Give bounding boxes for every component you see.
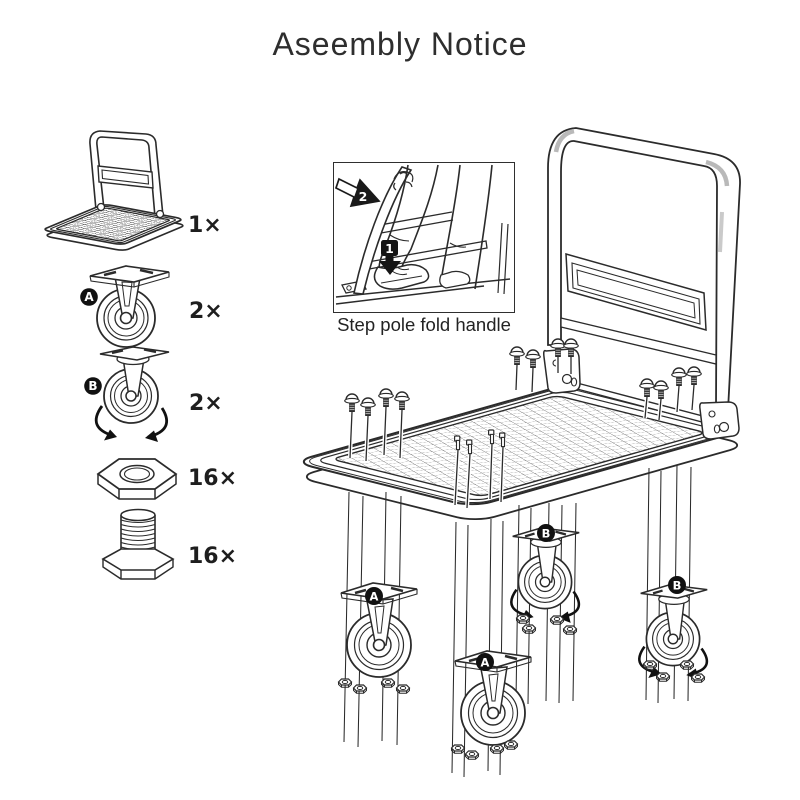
- qty-swivel-caster: 2×: [189, 391, 223, 416]
- cart-handle: [547, 127, 741, 411]
- qty-fixed-caster: 2×: [189, 299, 223, 324]
- platform-cart-icon: [38, 130, 188, 257]
- label-badge-B: B: [84, 377, 102, 395]
- fold-arrow: 2: [334, 177, 381, 208]
- swivel-arrows: [94, 405, 168, 442]
- right-hinge-bracket: [699, 401, 740, 440]
- caster-label-rear-right: B: [668, 576, 686, 594]
- svg-text:A: A: [481, 655, 490, 669]
- caster-label-front-center: A: [476, 653, 494, 671]
- svg-text:B: B: [542, 526, 551, 540]
- caster-label-front-left: A: [365, 587, 383, 605]
- fixed-caster-icon: [89, 265, 170, 348]
- page-title: Aseembly Notice: [272, 26, 528, 62]
- bolt-threads: [120, 519, 156, 550]
- bolt-alignment-lines: [349, 357, 695, 509]
- svg-text:1: 1: [385, 241, 394, 256]
- svg-text:2: 2: [359, 189, 368, 204]
- swivel-caster-icon: [94, 346, 170, 442]
- qty-nut: 16×: [188, 466, 238, 491]
- hex-bolt-icon: [101, 508, 175, 580]
- left-hinge-bracket: [543, 348, 581, 394]
- qty-bolt: 16×: [188, 544, 238, 569]
- swivel-caster-rear-left: [510, 526, 581, 625]
- qty-cart: 1×: [188, 213, 222, 238]
- svg-text:A: A: [370, 589, 379, 603]
- label-badge-A: A: [80, 288, 98, 306]
- step-arrow: 1: [379, 240, 401, 275]
- svg-text:B: B: [673, 578, 682, 592]
- hex-nut-icon: [96, 458, 178, 500]
- inset-caption: Step pole fold handle: [337, 314, 511, 335]
- fold-handle-tube: [353, 166, 413, 295]
- svg-text:B: B: [88, 379, 97, 393]
- fold-instruction-inset: 2 1: [333, 162, 515, 313]
- fold-instruction-illustration: 2 1: [334, 164, 511, 305]
- caster-label-rear-left: B: [537, 524, 555, 542]
- svg-text:A: A: [84, 290, 94, 304]
- back-leg: [439, 164, 493, 290]
